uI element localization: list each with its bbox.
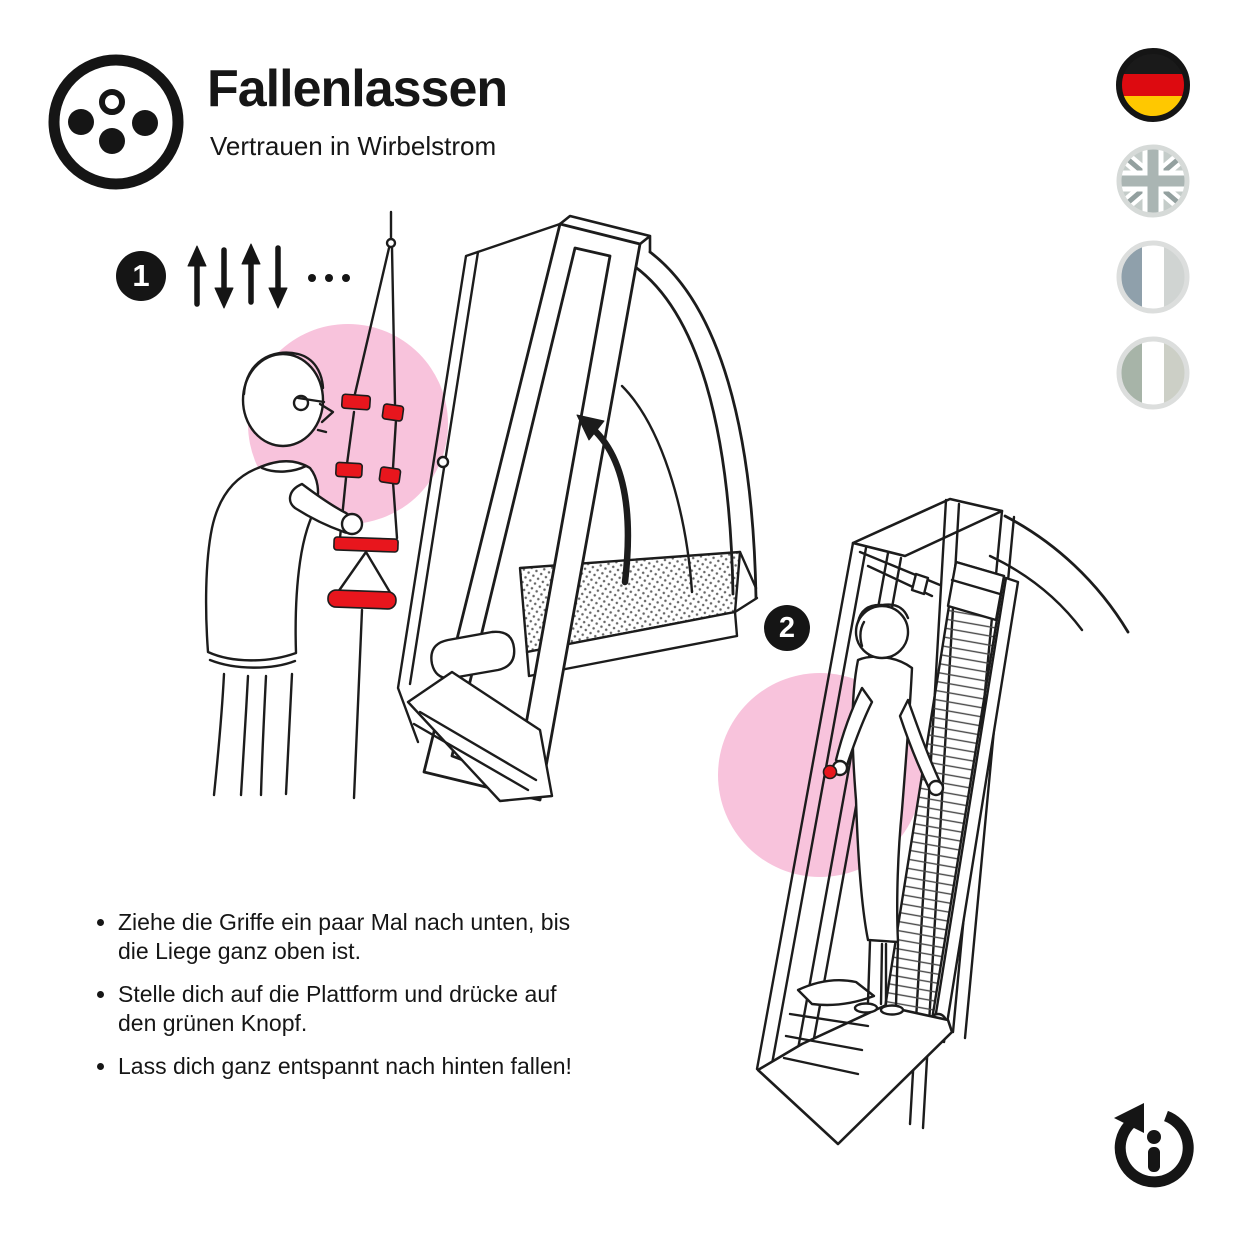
info-reset-icon (1114, 1103, 1194, 1188)
info-button[interactable] (1107, 1101, 1201, 1195)
language-button-german[interactable] (1116, 48, 1190, 122)
red-handles (327, 393, 405, 610)
instruction-bullet: Ziehe die Griffe ein paar Mal nach unten… (118, 908, 588, 966)
language-button-french[interactable] (1116, 240, 1190, 314)
flag-italy-icon (1116, 336, 1190, 410)
step-1-number: 1 (132, 258, 150, 293)
person-pulling-handles (204, 351, 364, 797)
red-button (822, 764, 838, 780)
step2-illustration (718, 497, 1130, 1146)
person-on-platform (831, 603, 945, 1016)
instruction-bullet: Stelle dich auf die Plattform und drücke… (118, 980, 588, 1038)
instruction-bullet: Lass dich ganz entspannt nach hinten fal… (118, 1052, 588, 1081)
flag-germany-icon (1116, 48, 1190, 122)
step-2-badge: 2 (764, 605, 810, 651)
step-2-number: 2 (778, 611, 796, 644)
four-dots-circle-icon (48, 54, 184, 190)
language-button-english[interactable] (1116, 144, 1190, 218)
step-1-badge: 1 (116, 251, 166, 301)
step1-illustration (187, 210, 759, 803)
up-down-up-down-ellipsis-icon (187, 243, 350, 309)
flag-united-kingdom-icon (1116, 144, 1190, 218)
instruction-list: Ziehe die Griffe ein paar Mal nach unten… (92, 908, 592, 1081)
language-switcher (1116, 48, 1190, 410)
page-subtitle: Vertrauen in Wirbelstrom (210, 131, 497, 161)
curved-up-arrow (576, 414, 632, 586)
flag-france-icon (1116, 240, 1190, 314)
page-title: Fallenlassen (207, 60, 508, 118)
language-button-italian[interactable] (1116, 336, 1190, 410)
